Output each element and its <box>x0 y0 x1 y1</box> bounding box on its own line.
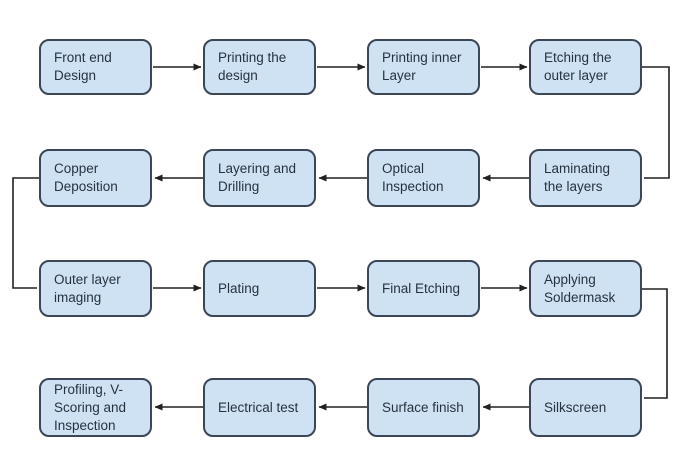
flow-step-label: Copper Deposition <box>54 161 118 194</box>
flow-step-silkscreen: Silkscreen <box>529 378 642 437</box>
flow-step-label: Outer layer imaging <box>54 271 121 305</box>
flow-step-optical-inspection: Optical Inspection <box>367 149 480 207</box>
flow-step-label: Laminating the layers <box>544 161 611 194</box>
flow-step-applying-soldermask: Applying Soldermask <box>529 260 642 317</box>
flow-step-printing-inner-layer: Printing inner Layer <box>367 39 480 95</box>
flow-step-etching-the-outer-layer: Etching the outer layer <box>529 39 642 95</box>
flow-step-printing-the-design: Printing the design <box>203 39 316 95</box>
flow-step-outer-layer-imaging: Outer layer imaging <box>39 260 152 317</box>
flow-step-label: Optical Inspection <box>382 161 444 194</box>
flow-step-label: Profiling, V- Scoring and Inspection <box>54 381 127 433</box>
flow-step-layering-and-drilling: Layering and Drilling <box>203 149 316 207</box>
flow-step-label: Front end Design <box>54 50 112 83</box>
flow-step-label: Etching the outer layer <box>544 50 612 83</box>
flow-step-final-etching: Final Etching <box>367 260 480 317</box>
flow-step-label: Applying Soldermask <box>544 271 616 305</box>
flow-step-electrical-test: Electrical test <box>203 378 316 437</box>
flow-step-label: Plating <box>218 280 260 296</box>
connector-applying-soldermask-to-silkscreen <box>642 288 668 399</box>
flow-step-label: Printing the design <box>218 50 287 83</box>
flow-step-label: Surface finish <box>382 399 464 415</box>
connector-copper-deposition-to-outer-layer-imaging <box>12 177 40 289</box>
flow-step-profiling-v-scoring-and-inspection: Profiling, V- Scoring and Inspection <box>39 378 152 437</box>
flow-step-front-end-design: Front end Design <box>39 39 152 95</box>
flow-step-label: Electrical test <box>218 399 299 415</box>
flow-step-label: Printing inner Layer <box>382 50 462 83</box>
flow-step-laminating-the-layers: Laminating the layers <box>529 149 642 207</box>
flow-step-surface-finish: Surface finish <box>367 378 480 437</box>
flow-step-copper-deposition: Copper Deposition <box>39 149 152 207</box>
connector-etching-the-outer-layer-to-laminating-the-layers <box>642 66 670 179</box>
flow-step-label: Silkscreen <box>544 399 607 415</box>
flow-step-plating: Plating <box>203 260 316 317</box>
flow-step-label: Layering and Drilling <box>218 161 297 194</box>
flow-step-label: Final Etching <box>382 280 461 296</box>
